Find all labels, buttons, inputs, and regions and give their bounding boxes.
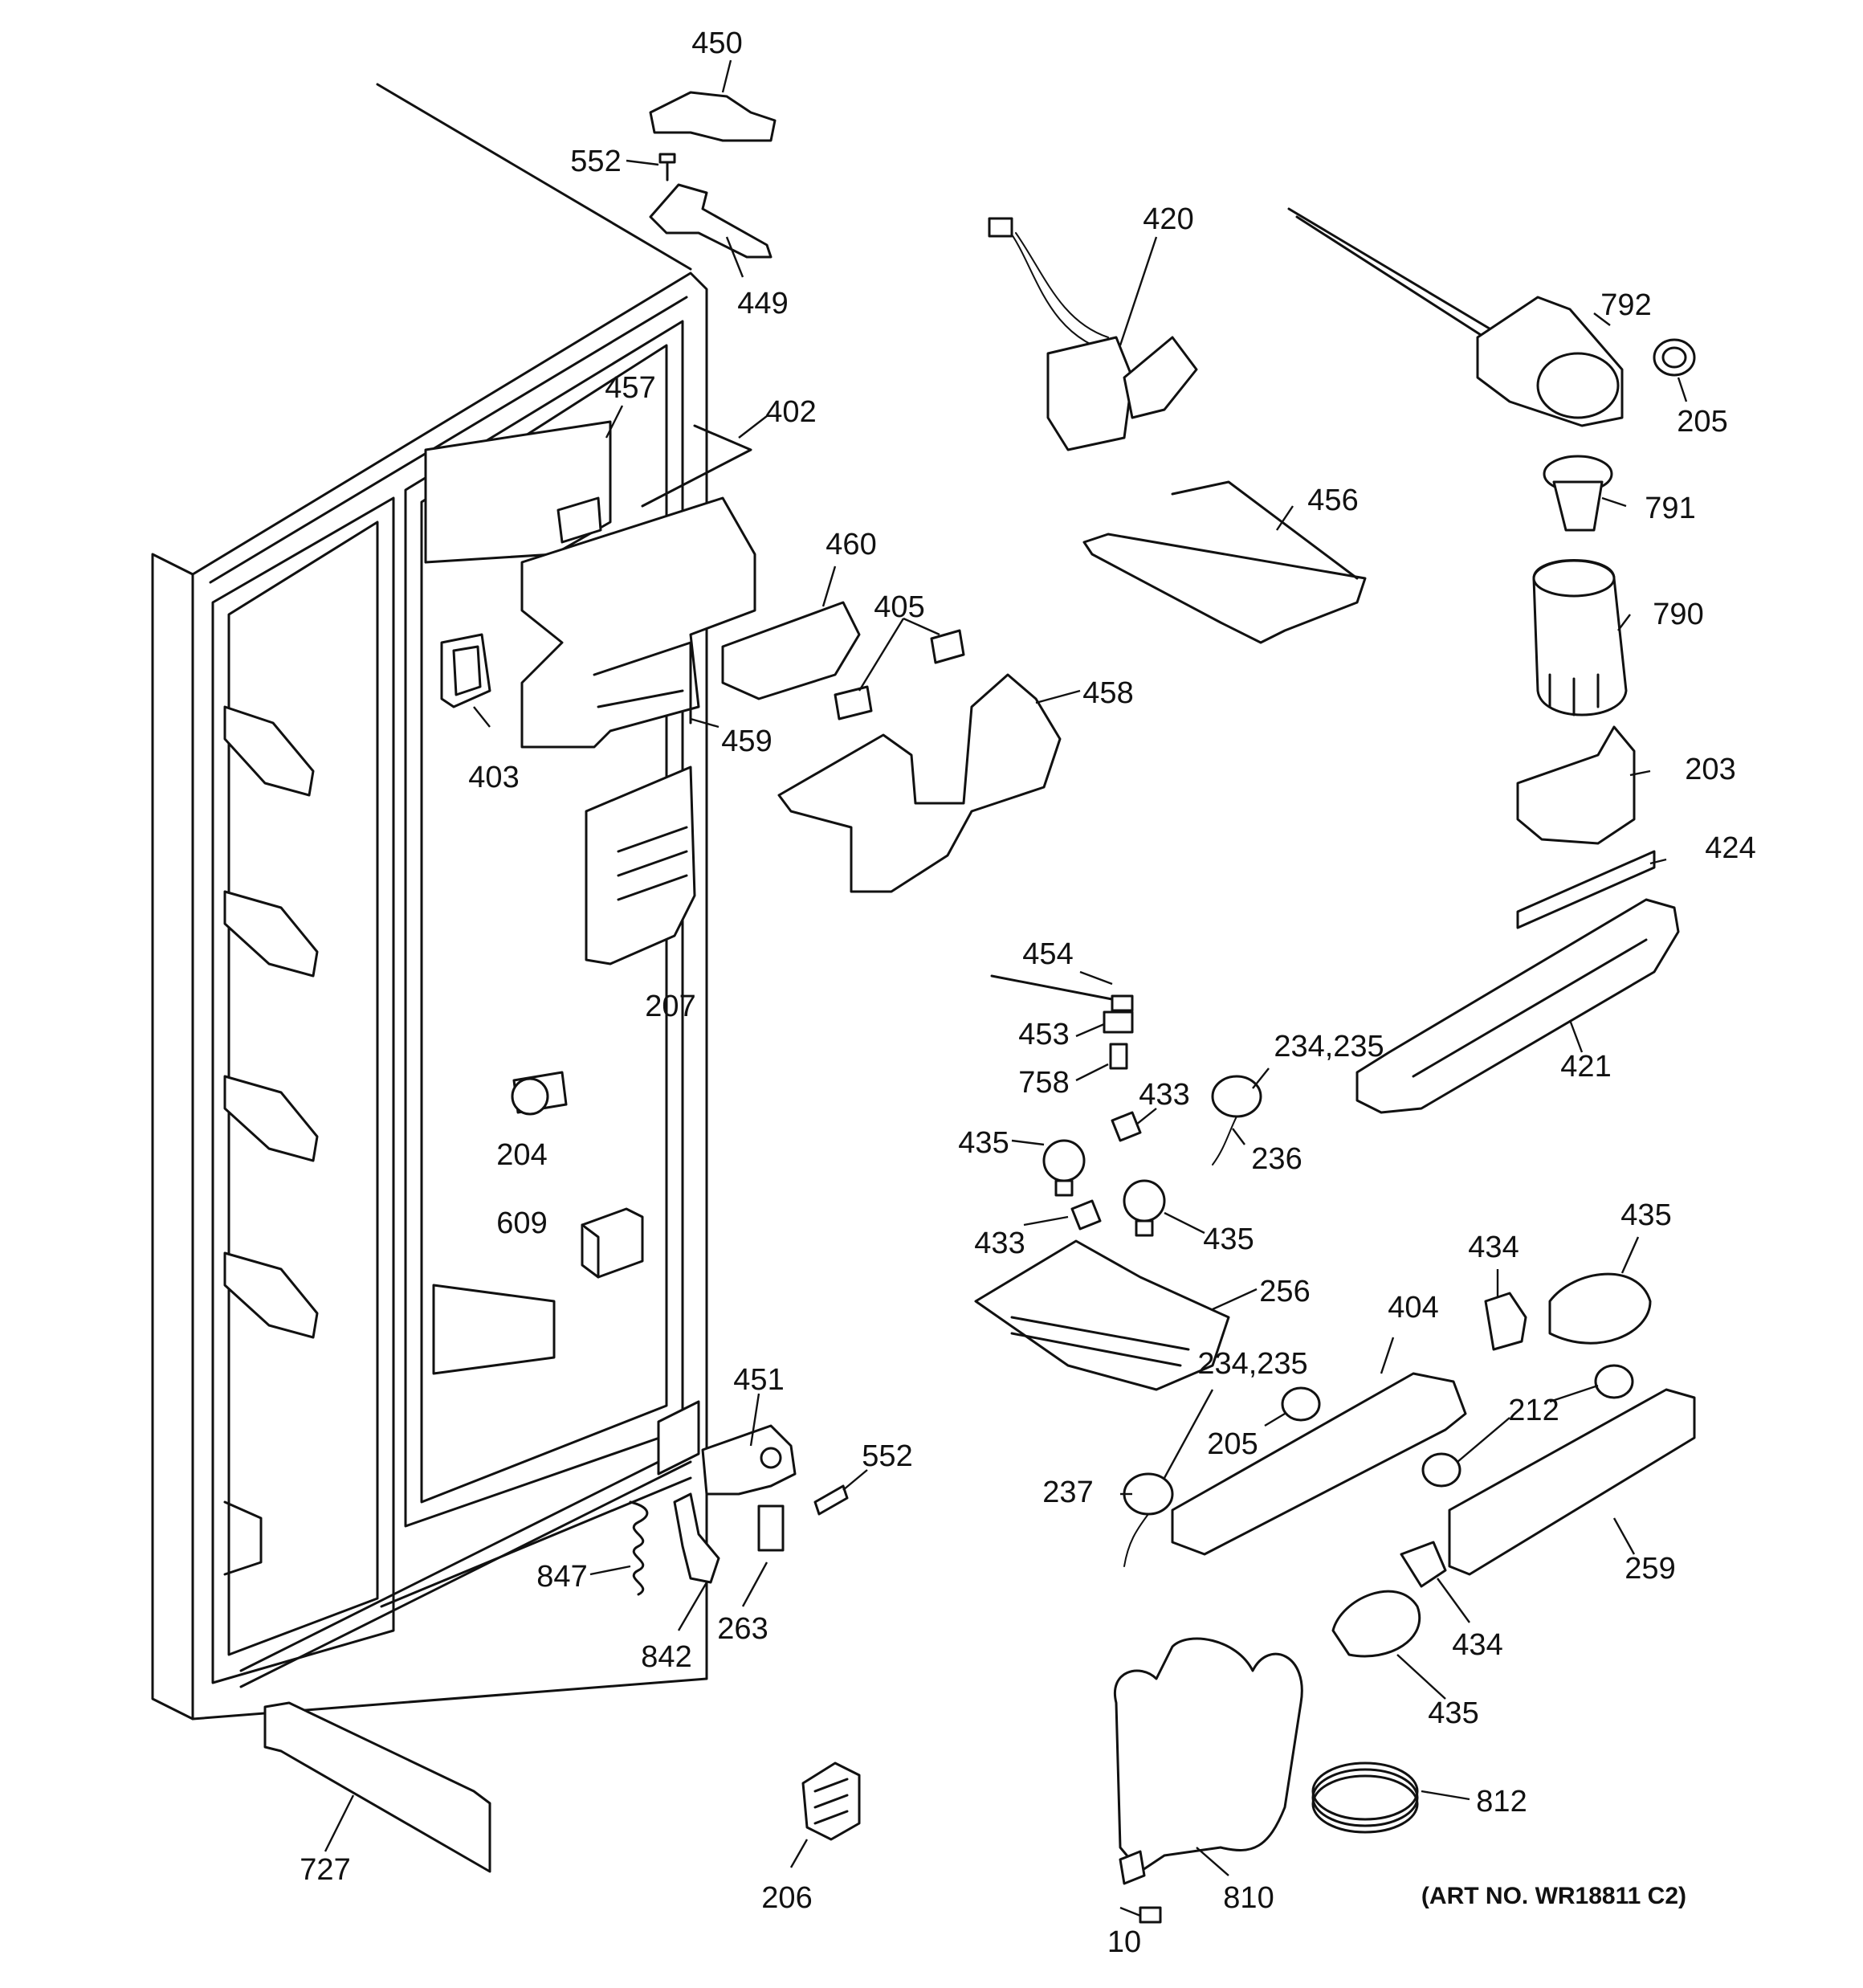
callout-433: 433 [974, 1227, 1025, 1260]
leader-lines [324, 59, 1688, 1917]
callout-234-235: 234,235 [1197, 1347, 1307, 1381]
callout-434: 434 [1452, 1628, 1502, 1662]
callout-205: 205 [1677, 405, 1727, 439]
callout-204: 204 [496, 1138, 547, 1172]
callout-449: 449 [737, 287, 788, 320]
cabinet-lower-parts [263, 1424, 861, 1873]
callout-810: 810 [1223, 1881, 1274, 1915]
callout-402: 402 [765, 395, 816, 429]
callout-263: 263 [717, 1612, 768, 1646]
callout-434: 434 [1468, 1231, 1519, 1264]
callout-454: 454 [1022, 937, 1073, 971]
callout-847: 847 [536, 1560, 587, 1594]
callout-10: 10 [1107, 1925, 1141, 1959]
callout-790: 790 [1653, 598, 1703, 631]
callout-453: 453 [1018, 1018, 1069, 1051]
callout-234-235: 234,235 [1274, 1030, 1384, 1063]
cabinet-upper-parts [424, 91, 1062, 1279]
callout-812: 812 [1476, 1785, 1527, 1819]
callout-420: 420 [1143, 202, 1193, 236]
callout-435: 435 [958, 1126, 1009, 1160]
callout-792: 792 [1600, 288, 1651, 322]
callout-758: 758 [1018, 1066, 1069, 1100]
callout-435: 435 [1203, 1223, 1254, 1256]
callout-842: 842 [641, 1640, 691, 1674]
callout-206: 206 [761, 1881, 812, 1915]
callout-256: 256 [1259, 1275, 1310, 1308]
callout-212: 212 [1508, 1394, 1559, 1427]
callout-435: 435 [1620, 1198, 1671, 1232]
callout-405: 405 [874, 590, 924, 624]
callout-421: 421 [1560, 1050, 1611, 1084]
callout-203: 203 [1685, 753, 1735, 786]
callout-259: 259 [1625, 1552, 1675, 1586]
callout-403: 403 [468, 761, 519, 794]
callout-450: 450 [691, 27, 742, 60]
callout-424: 424 [1705, 831, 1755, 865]
callout-791: 791 [1645, 492, 1695, 525]
callout-433: 433 [1139, 1078, 1189, 1112]
callout-456: 456 [1307, 484, 1358, 517]
callout-435: 435 [1428, 1696, 1478, 1730]
callout-459: 459 [721, 725, 772, 758]
callout-236: 236 [1251, 1142, 1302, 1176]
callout-237: 237 [1042, 1476, 1093, 1509]
callout-labels: 450 552 449 457 402 460 405 403 459 458 … [300, 27, 1755, 1959]
callout-552: 552 [862, 1439, 912, 1473]
ice-and-water-upper-parts [974, 207, 1696, 1924]
callout-609: 609 [496, 1206, 547, 1240]
callout-457: 457 [605, 371, 655, 405]
callout-460: 460 [826, 528, 876, 561]
callout-207: 207 [645, 990, 695, 1023]
callout-404: 404 [1388, 1291, 1438, 1325]
callout-458: 458 [1082, 676, 1133, 710]
callout-727: 727 [300, 1853, 350, 1887]
callout-451: 451 [733, 1363, 784, 1397]
art-number: (ART NO. WR18811 C2) [1421, 1883, 1686, 1909]
callout-205: 205 [1207, 1427, 1258, 1461]
callout-552: 552 [570, 145, 621, 178]
